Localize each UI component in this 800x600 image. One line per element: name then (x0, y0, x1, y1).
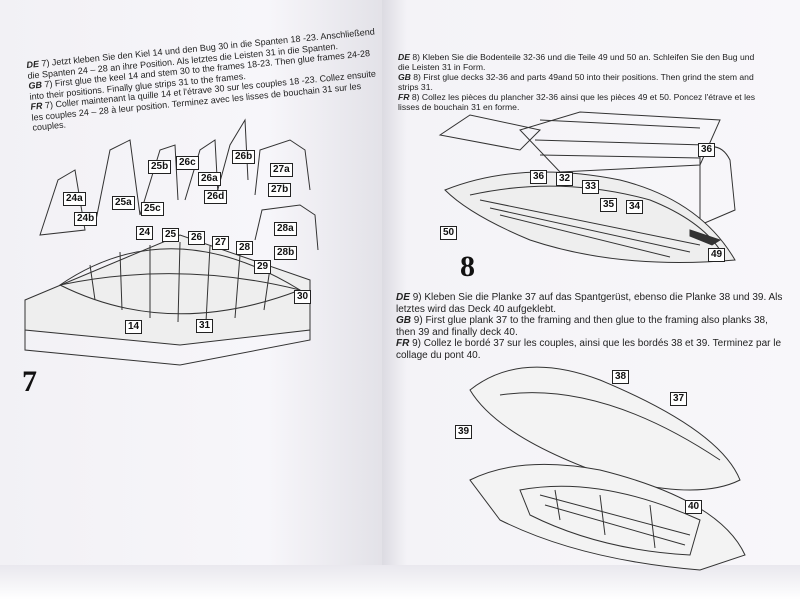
instruction-de: DE 8) Kleben Sie die Bodenteile 32-36 un… (398, 52, 755, 72)
hull-step8-drawing (444, 171, 736, 263)
part-label: 39 (455, 425, 473, 439)
part-label: 27a (270, 163, 293, 177)
part-label: 25a (112, 196, 135, 210)
part-label: 25c (141, 202, 164, 216)
step9-instructions: DE 9) Kleben Sie die Planke 37 auf das S… (396, 292, 786, 361)
part-label: 25 (162, 228, 180, 242)
part-label: 37 (670, 392, 688, 406)
part-label: 49 (708, 248, 726, 262)
part-label: 14 (125, 320, 143, 334)
part-label: 28 (236, 241, 254, 255)
part-label: 32 (556, 172, 574, 186)
part-label: 36 (698, 143, 716, 157)
step-number-8: 8 (460, 250, 475, 283)
table-surface (0, 565, 800, 600)
part-label: 26d (204, 190, 228, 204)
part-label: 24b (74, 212, 98, 226)
part-label: 27 (212, 236, 230, 250)
step-number-7: 7 (22, 365, 37, 398)
part-label: 31 (196, 319, 214, 333)
part-label: 28a (274, 222, 297, 236)
part-label: 24 (136, 226, 154, 240)
part-label: 24a (63, 192, 86, 206)
part-label: 26b (232, 150, 256, 164)
step8-instructions: DE 8) Kleben Sie die Bodenteile 32-36 un… (398, 52, 768, 112)
part-label: 25b (148, 160, 172, 174)
part-label: 26 (188, 231, 206, 245)
instruction-gb: GB 9) First glue plank 37 to the framing… (396, 315, 768, 338)
part-label: 50 (440, 226, 458, 240)
instruction-de: DE 9) Kleben Sie die Planke 37 auf das S… (396, 292, 783, 315)
part-label: 34 (626, 200, 644, 214)
part-label: 30 (294, 290, 312, 304)
instruction-fr: FR 9) Collez le bordé 37 sur les couples… (396, 338, 782, 361)
hull-step9-drawing (469, 366, 746, 571)
part-label: 28b (274, 246, 298, 260)
part-label: 27b (268, 183, 292, 197)
part-label: 29 (254, 260, 272, 274)
part-label: 36 (530, 170, 548, 184)
part-label: 40 (685, 500, 703, 514)
part-label: 38 (612, 370, 630, 384)
part-label: 26a (198, 172, 221, 186)
part-label: 33 (582, 180, 600, 194)
instruction-fr: FR 8) Collez les pièces du plancher 32-3… (398, 92, 756, 112)
hull-skeleton-drawing (24, 234, 311, 366)
part-label: 26c (176, 156, 199, 170)
part-label: 35 (600, 198, 618, 212)
instruction-gb: GB 8) First glue decks 32-36 and parts 4… (398, 72, 754, 92)
